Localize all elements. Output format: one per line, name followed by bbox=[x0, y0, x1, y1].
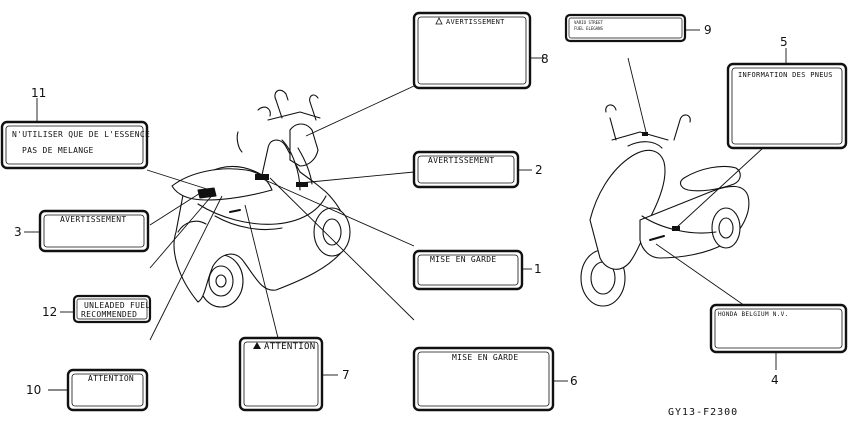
label-9-line-1: VARIO STREET bbox=[574, 20, 603, 25]
label-11-number: 11 bbox=[31, 86, 46, 100]
label-10-number: 10 bbox=[26, 383, 41, 397]
label-10: ATTENTION 10 bbox=[26, 368, 149, 412]
label-3-number: 3 bbox=[14, 225, 22, 239]
leader-lines bbox=[24, 29, 787, 391]
label-9-line-2: FUEL ELEGANS bbox=[574, 26, 603, 31]
label-6-number: 6 bbox=[570, 374, 578, 388]
label-1: MISE EN GARDE 1 bbox=[412, 249, 542, 291]
warning-triangle-icon bbox=[435, 17, 443, 25]
diagram-code: GY13-F2300 bbox=[668, 407, 738, 418]
label-4: HONDA BELGIUM N.V. 4 bbox=[709, 303, 848, 387]
label-8-text: AVERTISSEMENT bbox=[446, 18, 505, 26]
label-9: VARIO STREET FUEL ELEGANS 9 bbox=[564, 13, 712, 43]
label-2-number: 2 bbox=[535, 163, 543, 177]
label-6-text: MISE EN GARDE bbox=[452, 353, 519, 362]
label-10-text: ATTENTION bbox=[88, 374, 134, 383]
label-12: UNLEADED FUEL RECOMMENDED 12 bbox=[42, 294, 152, 324]
label-7-number: 7 bbox=[342, 368, 350, 382]
label-11: N'UTILISER QUE DE L'ESSENCE PAS DE MELAN… bbox=[0, 86, 150, 170]
label-5-text: INFORMATION DES PNEUS bbox=[738, 71, 833, 79]
label-4-text: HONDA BELGIUM N.V. bbox=[718, 311, 788, 318]
label-5: INFORMATION DES PNEUS 5 bbox=[726, 35, 848, 150]
label-8-number: 8 bbox=[541, 52, 549, 66]
label-9-number: 9 bbox=[704, 23, 712, 37]
label-8: AVERTISSEMENT 8 bbox=[412, 11, 549, 90]
scooter-left-illustration bbox=[171, 89, 351, 308]
label-12-number: 12 bbox=[42, 305, 57, 319]
label-7: ATTENTION 7 bbox=[238, 336, 350, 412]
label-11-line-2: PAS DE MELANGE bbox=[22, 146, 94, 155]
label-1-text: MISE EN GARDE bbox=[430, 255, 497, 264]
label-1-number: 1 bbox=[534, 262, 542, 276]
label-5-number: 5 bbox=[780, 35, 788, 49]
label-3-text: AVERTISSEMENT bbox=[60, 215, 127, 224]
label-12-line-1: UNLEADED FUEL bbox=[84, 301, 151, 310]
label-2: AVERTISSEMENT 2 bbox=[412, 150, 543, 189]
scooter-right-illustration bbox=[580, 104, 750, 307]
label-6: MISE EN GARDE 6 bbox=[412, 346, 578, 412]
label-2-text: AVERTISSEMENT bbox=[428, 156, 495, 165]
label-12-line-2: RECOMMENDED bbox=[81, 310, 137, 319]
label-3: AVERTISSEMENT 3 bbox=[14, 209, 150, 253]
label-7-text: ATTENTION bbox=[264, 342, 315, 352]
label-11-line-1: N'UTILISER QUE DE L'ESSENCE bbox=[12, 130, 150, 139]
label-4-number: 4 bbox=[771, 373, 779, 387]
warning-triangle-icon bbox=[253, 342, 261, 349]
